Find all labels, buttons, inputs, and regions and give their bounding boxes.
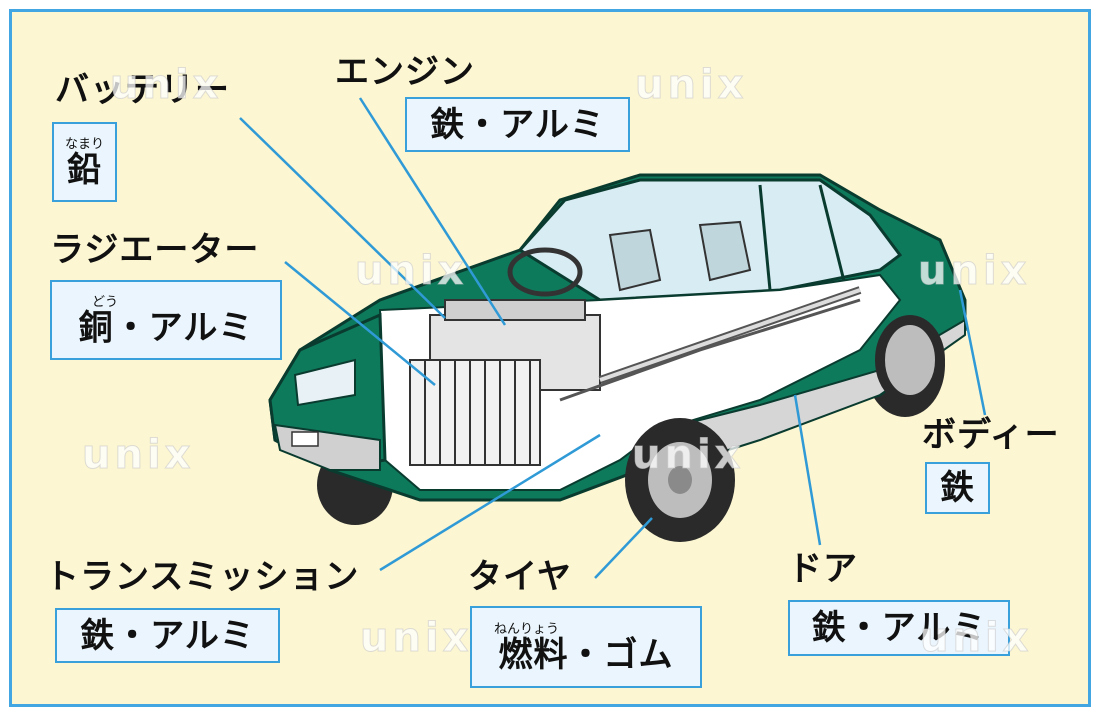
watermark: unix (359, 615, 473, 662)
radiator-label: ラジエーター (50, 230, 260, 270)
watermark: unix (917, 248, 1031, 295)
leader-line-body (958, 289, 987, 416)
tire-material: 燃料・ゴム (498, 634, 674, 675)
radiator-material: 銅・アルミ (78, 307, 254, 348)
leader-line-tire (594, 517, 653, 579)
tire-label: タイヤ (468, 557, 572, 597)
body-material-box: 鉄 (925, 462, 990, 514)
watermark: unix (634, 62, 748, 109)
engine-material-box: 鉄・アルミ (405, 97, 630, 152)
body-label: ボディー (922, 415, 1060, 455)
watermark: unix (81, 432, 195, 479)
door-material-box: 鉄・アルミ (788, 600, 1010, 656)
leader-line-door (793, 394, 822, 546)
leader-line-battery (239, 117, 446, 319)
watermark: unix (109, 62, 223, 109)
battery-material: 鉛 (67, 149, 102, 190)
transmission-material: 鉄・アルミ (80, 615, 255, 656)
headlight (293, 358, 356, 407)
battery-material-box: なまり 鉛 (52, 122, 117, 202)
radiator-material-box: どう 銅・アルミ (50, 280, 282, 360)
leader-line-engine (358, 97, 507, 326)
watermark: unix (354, 248, 468, 295)
tire-ruby: ねんりょう (494, 621, 560, 637)
watermark: unix (919, 615, 1033, 662)
radiator-ruby: どう (92, 294, 119, 310)
engine-label: エンジン (335, 52, 475, 92)
tire-material-box: ねんりょう 燃料・ゴム (470, 606, 702, 688)
door-label: ドア (788, 549, 858, 589)
leader-line-transmission (379, 433, 601, 572)
engine-material: 鉄・アルミ (430, 104, 605, 145)
battery-label: バッテリー (55, 70, 230, 110)
radiator-grid (409, 359, 541, 466)
transmission-label: トランスミッション (45, 557, 360, 597)
watermark: unix (631, 432, 745, 479)
body-material: 鉄 (940, 468, 975, 508)
leader-line-radiator (284, 261, 436, 386)
transmission-material-box: 鉄・アルミ (55, 608, 280, 663)
battery-ruby: なまり (64, 136, 104, 152)
door-material: 鉄・アルミ (811, 608, 987, 648)
